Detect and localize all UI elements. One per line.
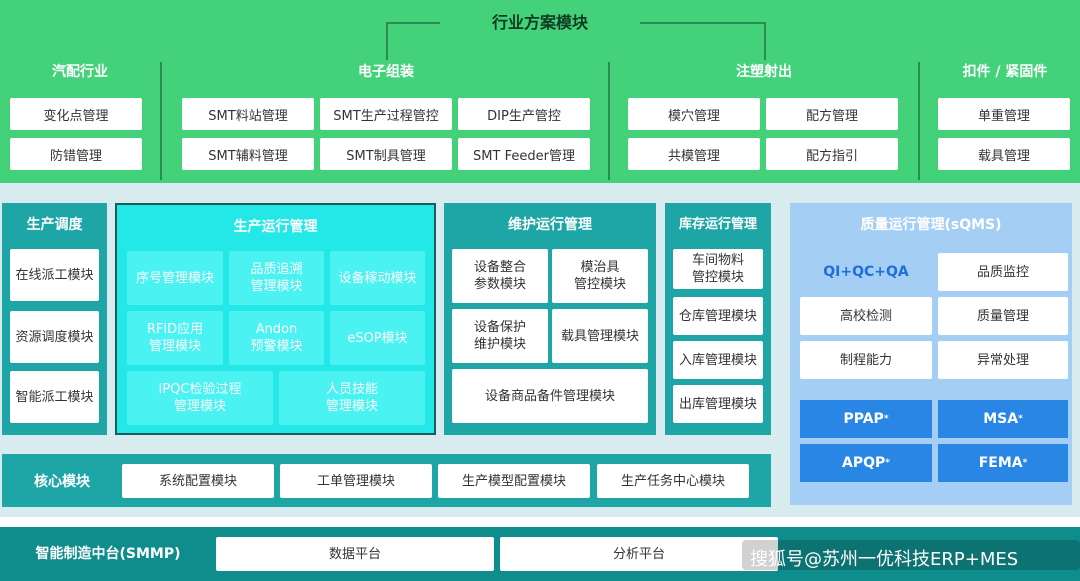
module-box: 品质追溯 管理模块 (229, 251, 324, 305)
module-box: IPQC检验过程 管理模块 (127, 371, 273, 425)
module-box: 模穴管理 (628, 98, 760, 130)
apqp-label: APQP (842, 455, 886, 471)
divider-line (608, 62, 610, 180)
module-box: 生产模型配置模块 (438, 464, 590, 498)
separator (0, 517, 1080, 527)
divider-line (918, 62, 920, 180)
module-box: 配方管理 (766, 98, 898, 130)
panel-title: 质量运行管理(sQMS) (860, 217, 1002, 233)
module-box: 序号管理模块 (127, 251, 223, 305)
module-box: 资源调度模块 (10, 311, 99, 363)
module-box: 制程能力 (800, 341, 932, 379)
module-box: 智能派工模块 (10, 371, 99, 423)
ppap-label: PPAP (843, 411, 884, 427)
qi-qc-qa-label: QI+QC+QA (823, 264, 909, 280)
module-box: 设备稼动模块 (330, 251, 425, 305)
msa-box: MSA* (938, 400, 1068, 438)
analysis-platform-box: 分析平台 (500, 537, 778, 571)
fema-label: FEMA (978, 455, 1023, 471)
connector-line (764, 22, 766, 60)
industry-title-fasteners: 扣件 / 紧固件 (940, 62, 1070, 82)
connector-line (386, 22, 388, 60)
panel-title: 维护运行管理 (508, 217, 592, 233)
module-box: 在线派工模块 (10, 249, 99, 301)
top-title: 行业方案模块 (440, 10, 640, 36)
module-box: 设备商品备件管理模块 (452, 369, 648, 423)
module-box: SMT Feeder管理 (458, 138, 590, 170)
module-box: 载具管理模块 (552, 309, 648, 363)
msa-label: MSA (983, 411, 1019, 427)
fema-mark: * (1022, 458, 1028, 468)
operations-panel: 生产运行管理 序号管理模块 品质追溯 管理模块 设备稼动模块 RFID应用 管理… (115, 203, 436, 435)
industry-solutions-band: 行业方案模块 汽配行业 变化点管理 防错管理 电子组装 SMT料站管理 SMT生… (0, 0, 1080, 183)
module-box: DIP生产管控 (458, 98, 590, 130)
module-box: 模治具 管控模块 (552, 249, 648, 303)
industry-title-electronics: 电子组装 (326, 62, 446, 82)
module-box: Andon 预警模块 (229, 311, 324, 365)
module-box: 变化点管理 (10, 98, 142, 130)
apqp-box: APQP* (800, 444, 932, 482)
industry-title-injection: 注塑射出 (704, 62, 824, 82)
divider-line (160, 62, 162, 180)
module-box: 生产任务中心模块 (597, 464, 749, 498)
module-box: 防错管理 (10, 138, 142, 170)
module-box: 入库管理模块 (673, 341, 763, 379)
module-box: 异常处理 (938, 341, 1068, 379)
quality-panel: 质量运行管理(sQMS) QI+QC+QA 品质监控 高校检测 质量管理 制程能… (790, 203, 1072, 505)
module-box: SMT生产过程管控 (320, 98, 452, 130)
module-box: 工单管理模块 (280, 464, 432, 498)
module-box: 载具管理 (938, 138, 1070, 170)
module-box: 出库管理模块 (673, 385, 763, 423)
module-box: 系统配置模块 (122, 464, 274, 498)
scheduling-panel: 生产调度 在线派工模块 资源调度模块 智能派工模块 (2, 203, 107, 435)
panel-title: 库存运行管理 (678, 217, 757, 232)
module-box: 设备保护 维护模块 (452, 309, 548, 363)
watermark-backdrop (742, 540, 1080, 570)
module-box: RFID应用 管理模块 (127, 311, 223, 365)
platform-band: 智能制造中台(SMMP) 数据平台 分析平台 (0, 527, 1080, 581)
module-box: 高校检测 (800, 297, 932, 335)
module-box: eSOP模块 (330, 311, 425, 365)
module-box: SMT制具管理 (320, 138, 452, 170)
data-platform-box: 数据平台 (216, 537, 494, 571)
module-box: SMT辅料管理 (182, 138, 314, 170)
module-box: 仓库管理模块 (673, 297, 763, 335)
panel-title: 核心模块 (34, 474, 90, 490)
panel-title: 生产运行管理 (233, 219, 318, 235)
module-box: 配方指引 (766, 138, 898, 170)
ppap-mark: * (883, 414, 889, 424)
ppap-box: PPAP* (800, 400, 932, 438)
watermark-text: 搜狐号@苏州一优科技ERP+MES (750, 549, 1019, 570)
fema-box: FEMA* (938, 444, 1068, 482)
module-box: 质量管理 (938, 297, 1068, 335)
module-box: 共模管理 (628, 138, 760, 170)
inventory-panel: 库存运行管理 车间物料 管控模块 仓库管理模块 入库管理模块 出库管理模块 (665, 203, 771, 435)
module-box: 设备整合 参数模块 (452, 249, 548, 303)
maintenance-panel: 维护运行管理 设备整合 参数模块 模治具 管控模块 设备保护 维护模块 载具管理… (444, 203, 656, 435)
module-box: SMT料站管理 (182, 98, 314, 130)
industry-title-auto: 汽配行业 (20, 62, 140, 82)
module-box: 车间物料 管控模块 (673, 249, 763, 289)
module-box: 单重管理 (938, 98, 1070, 130)
apqp-mark: * (885, 458, 890, 468)
platform-title: 智能制造中台(SMMP) (35, 546, 181, 562)
module-box: 品质监控 (938, 253, 1068, 291)
msa-mark: * (1018, 414, 1023, 424)
panel-title: 生产调度 (26, 217, 83, 233)
core-modules-panel: 核心模块 系统配置模块 工单管理模块 生产模型配置模块 生产任务中心模块 (2, 454, 771, 507)
module-box: 人员技能 管理模块 (279, 371, 425, 425)
